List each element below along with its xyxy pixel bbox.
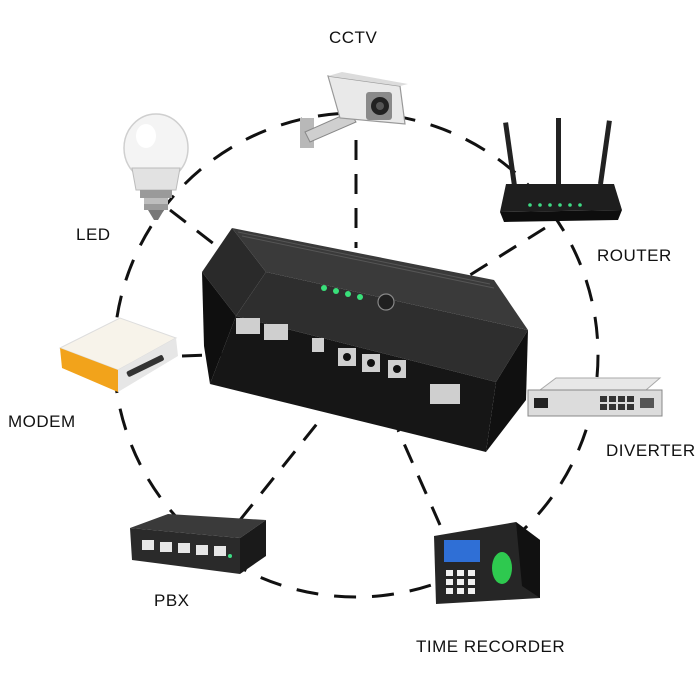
label-time-recorder: TIME RECORDER: [416, 637, 566, 656]
label-router: ROUTER: [597, 246, 672, 265]
switch-icon: [130, 514, 266, 574]
mini-ups-icon: [202, 228, 528, 452]
diverter-icon: [527, 377, 663, 417]
spoke-time: [396, 429, 442, 526]
cctv-camera-icon: [300, 72, 408, 148]
spoke-router: [461, 226, 546, 282]
label-pbx: PBX: [154, 591, 190, 610]
led-bulb-icon: [123, 113, 189, 220]
label-led: LED: [76, 225, 111, 244]
label-cctv: CCTV: [329, 28, 378, 47]
spoke-pbx: [238, 419, 322, 521]
fingerprint-recorder-icon: [434, 522, 540, 604]
connection-ring: [112, 111, 600, 599]
spoke-led: [169, 208, 233, 260]
router-icon: [500, 118, 622, 222]
label-diverter: DIVERTER: [606, 441, 696, 460]
label-modem: MODEM: [8, 412, 76, 431]
modem-icon: [58, 317, 178, 392]
